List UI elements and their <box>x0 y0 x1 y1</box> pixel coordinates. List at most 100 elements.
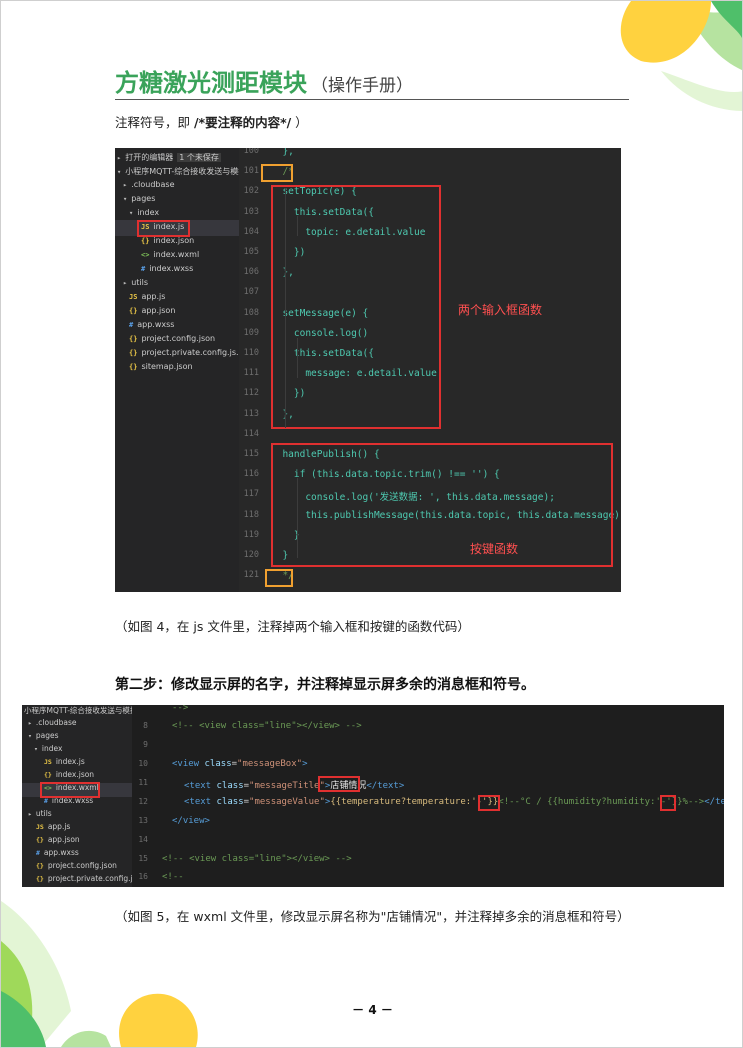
tree-item[interactable]: <>index.wxml <box>44 783 99 792</box>
figure5-caption: （如图 5，在 wxml 文件里，修改显示屏名称为"店铺情况"，并注释掉多余的消… <box>115 909 630 924</box>
file-icon: <> <box>44 784 52 792</box>
tree-item[interactable]: {}app.json <box>129 306 175 315</box>
tree-item-label: project.config.json <box>47 861 117 870</box>
tree-item-label: index.json <box>55 770 95 779</box>
file-icon: {} <box>36 862 44 870</box>
figure5-line16: <!-- <box>162 872 184 882</box>
line-number: 117 <box>243 489 259 500</box>
tree-item-label: .cloudbase <box>35 718 77 727</box>
code-line: setMessage(e) { <box>271 307 369 319</box>
page-title: 方糖激光测距模块（操作手册） <box>115 63 413 98</box>
code-line: }) <box>271 388 306 400</box>
line-number: 10 <box>138 759 148 768</box>
tree-item[interactable]: {}project.private.config.js... <box>129 348 244 357</box>
tree-item[interactable]: {}app.json <box>36 835 80 844</box>
tree-item[interactable]: ▸utils <box>123 278 148 287</box>
tree-item[interactable]: ▾index <box>129 208 159 217</box>
tree-item-label: utils <box>131 278 149 287</box>
line-number: 100 <box>243 148 259 156</box>
tree-item-label: index <box>41 744 63 753</box>
file-icon: JS <box>129 293 138 301</box>
line-number: 15 <box>138 854 148 863</box>
file-icon: {} <box>36 875 44 883</box>
tree-item[interactable]: ▾小程序MQTT-综合接收发送与模拟... <box>117 166 254 177</box>
indent-guide <box>297 216 298 236</box>
tree-item[interactable]: {}project.private.config.js... <box>36 874 144 883</box>
line-number: 108 <box>243 307 259 318</box>
line-number: 114 <box>243 428 259 439</box>
line-number: 105 <box>243 247 259 257</box>
tree-item-label: utils <box>35 809 52 818</box>
tree-item-label: index.wxml <box>55 783 99 792</box>
figure4-highlight-indexjs <box>137 220 190 237</box>
figure5-line8: <!-- <view class="line"></view> --> <box>172 721 362 731</box>
file-icon: {} <box>129 335 138 343</box>
tree-item-label: pages <box>131 194 156 203</box>
tree-item-label: sitemap.json <box>141 362 193 371</box>
tree-item[interactable]: {}index.json <box>44 770 94 779</box>
tree-item[interactable]: {}project.config.json <box>129 334 215 343</box>
code-line: this.publishMessage(this.data.topic, thi… <box>271 509 620 521</box>
tree-item[interactable]: 小程序MQTT-综合接收发送与模拟... <box>24 705 145 716</box>
tree-item[interactable]: #index.wxss <box>44 796 93 805</box>
figure4-gutter <box>239 148 269 592</box>
tree-item[interactable]: {}sitemap.json <box>129 362 193 371</box>
code-line: setTopic(e) { <box>271 186 357 198</box>
tree-item[interactable]: ▾pages <box>28 731 59 740</box>
line-number: 106 <box>243 267 259 278</box>
indent-guide <box>297 338 298 378</box>
code-line: } <box>271 550 289 561</box>
tree-item-label: project.private.config.js... <box>141 348 244 357</box>
figure5-highlight-comment-open <box>478 795 500 811</box>
figure5-gutter <box>132 705 166 887</box>
tree-item[interactable]: ▸.cloudbase <box>123 180 175 189</box>
figure5-shop-status-text: 店铺情况 <box>330 781 367 791</box>
line-number: 110 <box>243 348 259 358</box>
tree-item-label: project.private.config.js... <box>47 874 144 883</box>
tree-item[interactable]: {}project.config.json <box>36 861 117 870</box>
line-number: 101 <box>243 166 259 177</box>
tree-item[interactable]: #app.wxss <box>129 320 174 329</box>
tree-item[interactable]: ▾pages <box>123 194 155 203</box>
line-number: 119 <box>243 529 259 540</box>
code-line: /* <box>271 166 294 178</box>
tree-item[interactable]: ▸.cloudbase <box>28 718 77 727</box>
line-number: 118 <box>243 509 259 520</box>
tree-item-label: index <box>137 208 160 217</box>
figure5-highlight-comment-close <box>660 795 676 811</box>
tree-item[interactable]: ▸utils <box>28 809 52 818</box>
tree-item[interactable]: ▾index <box>34 744 62 753</box>
tree-item[interactable]: {}index.json <box>141 236 194 245</box>
tree-item[interactable]: #index.wxss <box>141 264 193 273</box>
file-icon: ▸ <box>28 810 32 818</box>
tree-item-label: project.config.json <box>141 334 216 343</box>
line-number: 121 <box>243 570 259 581</box>
tree-item-label: pages <box>35 731 59 740</box>
intro-suffix: ） <box>291 115 308 130</box>
line-number: 115 <box>243 449 259 459</box>
code-line: }) <box>271 247 306 258</box>
figure5-line11: <text class="messageTitle">店铺情况</text> <box>184 781 405 791</box>
tree-item-label: index.js <box>55 757 85 766</box>
code-line: if (this.data.topic.trim() !== '') { <box>271 469 500 481</box>
code-line: }, <box>271 267 294 279</box>
code-line: */ <box>271 570 294 582</box>
code-line: }, <box>271 408 294 420</box>
line-number: 14 <box>138 835 148 844</box>
tree-item[interactable]: #app.wxss <box>36 848 79 857</box>
tree-item[interactable]: <>index.wxml <box>141 250 199 259</box>
tree-item-label: index.wxss <box>149 264 194 273</box>
figure5-code-top: --> <box>172 705 189 713</box>
file-icon: ▸ <box>117 154 122 162</box>
tree-item-label: app.json <box>141 306 176 315</box>
tree-item-label: app.js <box>47 822 71 831</box>
line-number: 12 <box>138 797 148 806</box>
code-line: console.log() <box>271 327 369 339</box>
code-line: this.setData({ <box>271 206 374 218</box>
intro-paragraph: 注释符号，即 /*要注释的内容*/ ） <box>115 112 308 131</box>
